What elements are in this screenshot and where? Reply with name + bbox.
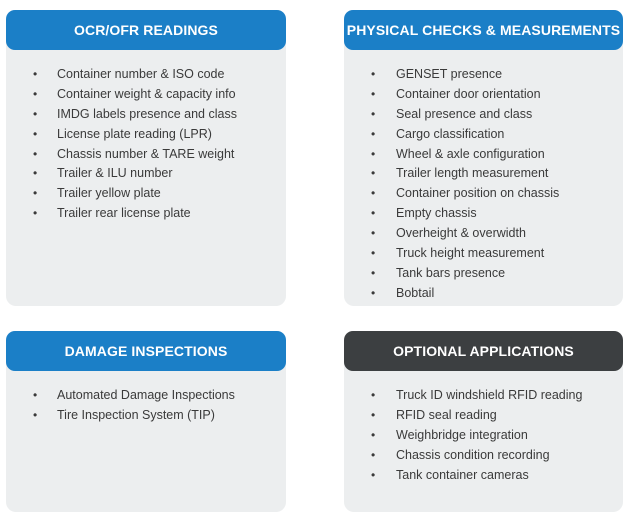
list-item-label: Container number & ISO code (57, 67, 225, 81)
list-item: • Weighbridge integration (344, 426, 623, 446)
bullet-icon: • (33, 206, 38, 221)
list-item-label: Automated Damage Inspections (57, 388, 235, 402)
bullet-icon: • (371, 186, 376, 201)
list-item: • Tank container cameras (344, 466, 623, 486)
list-item: • License plate reading (LPR) (6, 125, 286, 145)
list-item: • Trailer & ILU number (6, 164, 286, 184)
bullet-icon: • (371, 246, 376, 261)
list-item-label: RFID seal reading (396, 407, 497, 422)
bullet-icon: • (371, 166, 376, 181)
optional-applications-list: • Truck ID windshield RFID reading • RFID … (344, 386, 623, 485)
physical-checks-header: PHYSICAL CHECKS & MEASUREMENTS (344, 10, 623, 50)
list-item-label: Overheight & overwidth (396, 226, 526, 241)
bullet-icon: • (371, 106, 376, 121)
list-item: • Trailer rear license plate (6, 204, 286, 224)
ocr-readings-header: OCR/OFR READINGS (6, 10, 286, 50)
bullet-icon: • (371, 285, 376, 300)
list-item-label: Weighbridge integration (396, 427, 528, 442)
list-item-label: Trailer yellow plate (57, 186, 161, 201)
list-item-label: Container door orientation (396, 86, 541, 101)
bullet-icon: • (371, 146, 376, 161)
list-item: • Chassis condition recording (344, 446, 623, 466)
bullet-icon: • (371, 126, 376, 141)
optional-applications-header: OPTIONAL APPLICATIONS (344, 331, 623, 371)
list-item-label: Tank container cameras (396, 467, 529, 482)
physical-checks-card: PHYSICAL CHECKS & MEASUREMENTS • GENSET p… (344, 10, 623, 306)
list-item-label: Trailer rear license plate (57, 206, 191, 221)
list-item-label: Trailer & ILU number (57, 166, 173, 181)
bullet-icon: • (371, 206, 376, 221)
list-item-label: GENSET presence (396, 67, 503, 81)
list-item: • Truck height measurement (344, 244, 623, 264)
bullet-icon: • (371, 467, 376, 482)
list-item-label: Empty chassis (396, 206, 477, 221)
bullet-icon: • (371, 265, 376, 280)
damage-inspections-list: • Automated Damage Inspections • Tire Insp… (6, 386, 286, 426)
list-item: • Trailer yellow plate (6, 184, 286, 204)
bullet-icon: • (371, 427, 376, 442)
list-item-label: IMDG labels presence and class (57, 106, 237, 121)
bullet-icon: • (33, 106, 38, 121)
list-item: • IMDG labels presence and class (6, 105, 286, 125)
damage-inspections-card: DAMAGE INSPECTIONS • Automated Damage Ins… (6, 331, 286, 512)
bullet-icon: • (33, 86, 38, 101)
list-item: • Trailer length measurement (344, 164, 623, 184)
bullet-icon: • (33, 388, 38, 402)
list-item-label: Seal presence and class (396, 106, 533, 121)
bullet-icon: • (33, 166, 38, 181)
list-item: • Cargo classification (344, 125, 623, 145)
list-item-label: Tank bars presence (396, 265, 506, 280)
bullet-icon: • (33, 186, 38, 201)
list-item: • Container position on chassis (344, 184, 623, 204)
list-item: • GENSET presence (344, 65, 623, 85)
list-item: • Wheel & axle configuration (344, 145, 623, 165)
list-item: • Automated Damage Inspections (6, 386, 286, 406)
list-item: • Empty chassis (344, 204, 623, 224)
bullet-icon: • (33, 407, 38, 422)
list-item-label: Wheel & axle configuration (396, 146, 545, 161)
bullet-icon: • (371, 407, 376, 422)
list-item: • Chassis number & TARE weight (6, 145, 286, 165)
list-item-label: License plate reading (LPR) (57, 126, 212, 141)
list-item-label: Truck ID windshield RFID reading (396, 388, 583, 402)
list-item-label: Tire Inspection System (TIP) (57, 407, 215, 422)
list-item: • Tank bars presence (344, 264, 623, 284)
list-item-label: Trailer length measurement (396, 166, 549, 181)
list-item: • RFID seal reading (344, 406, 623, 426)
list-item-label: Container position on chassis (396, 186, 560, 201)
list-item-label: Chassis condition recording (396, 447, 550, 462)
list-item-label: Bobtail (396, 285, 435, 300)
list-item: • Container weight & capacity info (6, 85, 286, 105)
bullet-icon: • (371, 447, 376, 462)
physical-checks-list: • GENSET presence • Container door orienta… (344, 65, 623, 304)
list-item: • Overheight & overwidth (344, 224, 623, 244)
ocr-readings-card: OCR/OFR READINGS • Container number & ISO… (6, 10, 286, 306)
bullet-icon: • (371, 388, 376, 402)
list-item: • Truck ID windshield RFID reading (344, 386, 623, 406)
list-item-label: Chassis number & TARE weight (57, 146, 235, 161)
list-item: • Seal presence and class (344, 105, 623, 125)
bullet-icon: • (371, 67, 376, 81)
damage-inspections-header: DAMAGE INSPECTIONS (6, 331, 286, 371)
list-item: • Bobtail (344, 284, 623, 304)
bullet-icon: • (33, 126, 38, 141)
list-item-label: Cargo classification (396, 126, 505, 141)
list-item: • Tire Inspection System (TIP) (6, 406, 286, 426)
list-item: • Container door orientation (344, 85, 623, 105)
optional-applications-card: OPTIONAL APPLICATIONS • Truck ID windshie… (344, 331, 623, 512)
ocr-readings-list: • Container number & ISO code • Container … (6, 65, 286, 224)
bullet-icon: • (371, 86, 376, 101)
bullet-icon: • (33, 146, 38, 161)
list-item-label: Truck height measurement (396, 246, 545, 261)
list-item: • Container number & ISO code (6, 65, 286, 85)
bullet-icon: • (33, 67, 38, 81)
list-item-label: Container weight & capacity info (57, 86, 236, 101)
bullet-icon: • (371, 226, 376, 241)
